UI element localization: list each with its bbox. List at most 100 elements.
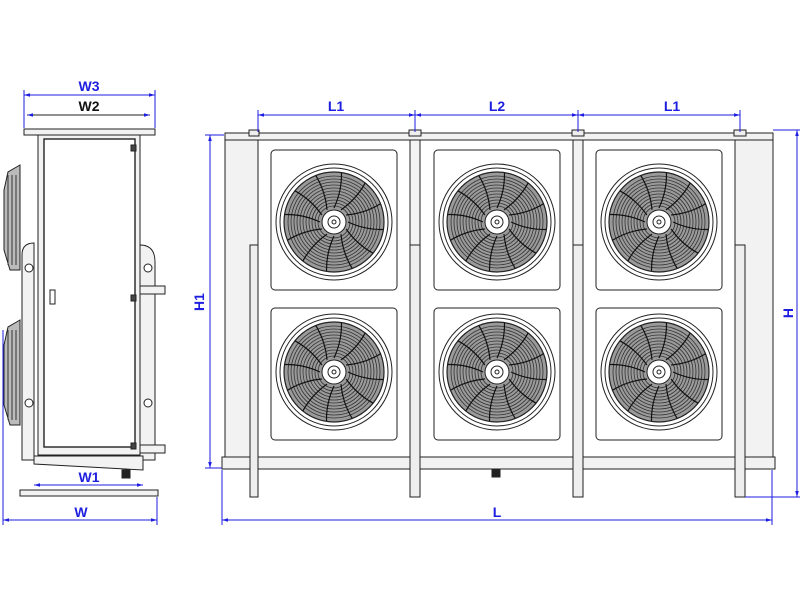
fan-blade <box>287 378 322 391</box>
fan-blade <box>447 213 484 223</box>
dim-l1-right-label: L1 <box>664 98 681 114</box>
fan <box>600 163 718 281</box>
fan-blade <box>340 182 366 211</box>
fan-blade <box>670 378 699 404</box>
side-fan-bottom <box>3 319 21 426</box>
fan-blade <box>509 203 544 216</box>
fan-blade <box>650 235 660 272</box>
support-leg <box>734 244 746 498</box>
fan-blade <box>665 332 691 361</box>
fan-blade <box>658 322 668 359</box>
hinge <box>130 442 137 450</box>
lifting-lug <box>248 129 260 137</box>
fan-blade <box>508 378 537 404</box>
left-leg <box>21 242 35 461</box>
fan-blade <box>340 384 353 419</box>
fan-blade <box>619 190 648 216</box>
fan-blade <box>658 172 668 209</box>
right-leg <box>139 244 156 461</box>
dim-h-label: H <box>780 308 796 318</box>
fan-blade <box>315 325 328 360</box>
fan-blade <box>302 233 328 262</box>
fan-blade <box>509 353 544 366</box>
drain-connector <box>491 468 501 478</box>
side-panel <box>43 138 136 448</box>
fan-blade <box>640 325 653 360</box>
dim-w3-label: W3 <box>79 78 100 94</box>
fan-blade <box>347 371 384 381</box>
fan-blade <box>478 175 491 210</box>
fan-blade <box>503 332 529 361</box>
fan-blade <box>665 182 691 211</box>
fan-blade <box>333 172 343 209</box>
fan-blade <box>612 228 647 241</box>
base-rail <box>221 456 776 470</box>
fan-blade <box>488 235 498 272</box>
fan-blade <box>609 213 646 223</box>
fan-blade <box>665 384 678 419</box>
fan-blade <box>510 221 547 231</box>
fan-blade <box>503 384 516 419</box>
fan-blade <box>496 322 506 359</box>
hinge <box>130 294 137 302</box>
drain-tray <box>33 455 144 471</box>
bracket <box>139 285 166 295</box>
fan-blade <box>284 363 321 373</box>
fan-blade <box>496 172 506 209</box>
fan-blade <box>325 235 335 272</box>
bracket <box>139 444 166 454</box>
fan-blade <box>457 190 486 216</box>
fan-blade <box>333 322 343 359</box>
support-leg <box>572 244 584 498</box>
fan-blade <box>315 175 328 210</box>
fan-blade <box>508 228 537 254</box>
fan-blade <box>294 190 323 216</box>
fan-blade <box>450 228 485 241</box>
fan-blade <box>488 385 498 422</box>
fan <box>600 313 718 431</box>
fan-blade <box>510 371 547 381</box>
fan-blade <box>503 234 516 269</box>
fan-blade <box>457 340 486 366</box>
fan-blade <box>627 233 653 262</box>
side-fan-top <box>3 164 21 271</box>
fan-blade <box>640 175 653 210</box>
fan-blade <box>450 378 485 391</box>
fan-blade <box>294 340 323 366</box>
dim-l2-label: L2 <box>489 98 506 114</box>
dim-l1-left-label: L1 <box>328 98 345 114</box>
dim-w2-label: W2 <box>79 98 100 114</box>
drain-connector <box>121 469 131 479</box>
fan-blade <box>346 353 381 366</box>
side-view <box>3 128 166 497</box>
dim-w1-label: W1 <box>79 469 100 485</box>
fan-blade <box>346 203 381 216</box>
dim-l-label: L <box>493 504 502 520</box>
fan-blade <box>347 221 384 231</box>
fan-blade <box>345 378 374 404</box>
fan-blade <box>345 228 374 254</box>
fan <box>438 163 556 281</box>
fan-blade <box>465 233 491 262</box>
fan-blade <box>650 385 660 422</box>
fan-blade <box>340 234 353 269</box>
fan-blade <box>465 383 491 412</box>
support-leg <box>249 244 259 498</box>
fan <box>275 313 393 431</box>
fan <box>275 163 393 281</box>
fan <box>438 313 556 431</box>
fan-blade <box>671 203 706 216</box>
support-leg <box>409 244 421 498</box>
fan-blade <box>627 383 653 412</box>
fan-blade <box>284 213 321 223</box>
fan-blade <box>612 378 647 391</box>
fan-blade <box>447 363 484 373</box>
fan-blade <box>503 182 529 211</box>
fan-blade <box>325 385 335 422</box>
fan-blade <box>287 228 322 241</box>
dim-h1-label: H1 <box>191 293 207 311</box>
fan-blade <box>665 234 678 269</box>
fan-blade <box>672 371 709 381</box>
fan-blade <box>672 221 709 231</box>
